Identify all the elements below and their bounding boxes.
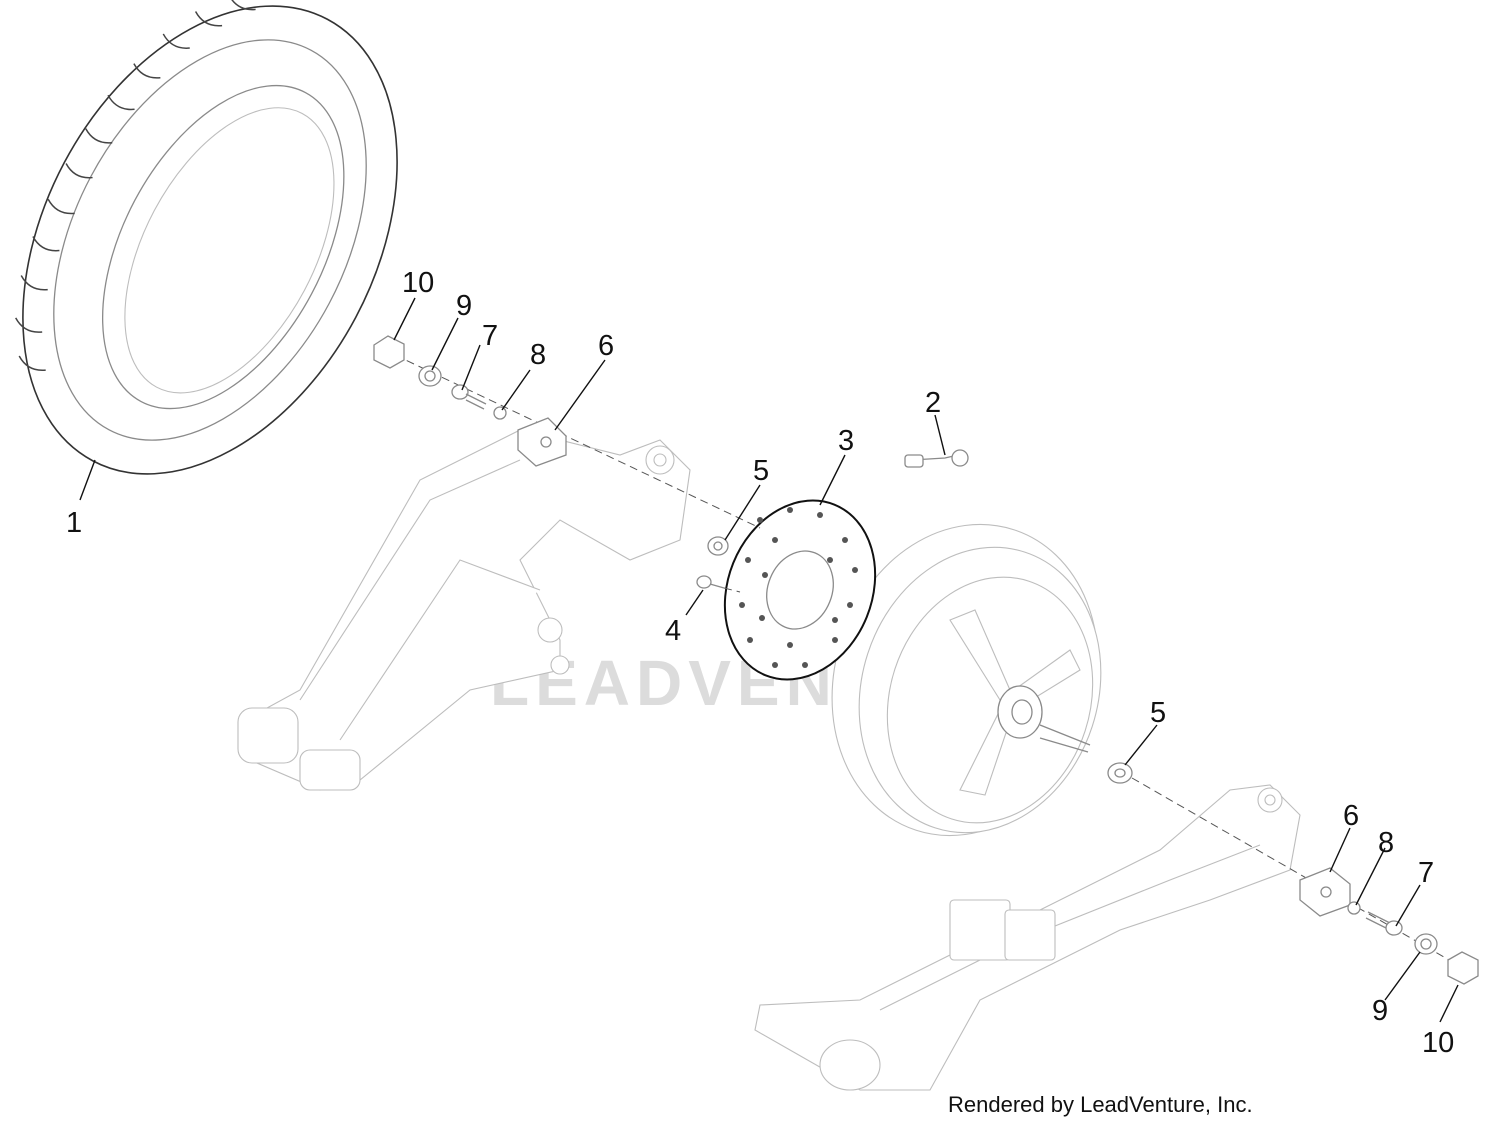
bushing-left-part[interactable] (517, 417, 567, 467)
callout-washer-small-left: 8 (530, 339, 546, 371)
spacer-right-part[interactable] (1107, 762, 1133, 784)
bushing-right-part[interactable] (1299, 867, 1351, 917)
callout-spacer-right: 5 (1150, 697, 1166, 729)
washer-left-part[interactable] (418, 365, 442, 387)
callout-washer-right: 9 (1372, 995, 1388, 1027)
left-swingarm-part (237, 429, 691, 791)
callout-spacer-left: 5 (753, 455, 769, 487)
right-hardware-stack (1131, 777, 1479, 985)
callout-valve: 2 (925, 387, 941, 419)
callout-brake-disc: 3 (838, 425, 854, 457)
wheel-rim-part (831, 523, 1102, 837)
valve-part[interactable] (904, 449, 969, 468)
callout-labels: 1 2 3 4 5 5 6 6 7 7 8 8 9 9 10 10 (66, 267, 1454, 1059)
washer-right-part[interactable] (1414, 933, 1438, 955)
nut-left-part[interactable] (373, 335, 405, 369)
callout-washer-left: 9 (456, 290, 472, 322)
footer-credit: Rendered by LeadVenture, Inc. (948, 1092, 1253, 1117)
leader-lines (79, 297, 1459, 1023)
washer-small-left-part[interactable] (493, 406, 507, 420)
callout-bolt-left: 7 (482, 320, 498, 352)
right-swingarm-part (754, 784, 1301, 1091)
callout-disc-bolt: 4 (665, 615, 681, 647)
bolt-right-part[interactable] (1365, 911, 1403, 936)
callout-bushing-right: 6 (1343, 800, 1359, 832)
brake-disc-part[interactable] (699, 478, 901, 703)
nut-right-part[interactable] (1447, 951, 1479, 985)
bolt-left-part[interactable] (451, 384, 487, 410)
left-hardware-stack (373, 335, 761, 529)
washer-small-right-part[interactable] (1347, 901, 1361, 915)
callout-tire: 1 (66, 507, 82, 539)
callout-bolt-right: 7 (1418, 857, 1434, 889)
callout-bushing-left: 6 (598, 330, 614, 362)
callout-nut-left: 10 (402, 267, 434, 299)
callout-nut-right: 10 (1422, 1027, 1454, 1059)
disc-bolt-part[interactable] (696, 575, 741, 593)
tire-part[interactable] (0, 0, 473, 538)
callout-washer-small-right: 8 (1378, 827, 1394, 859)
spacer-left-part[interactable] (707, 536, 729, 556)
